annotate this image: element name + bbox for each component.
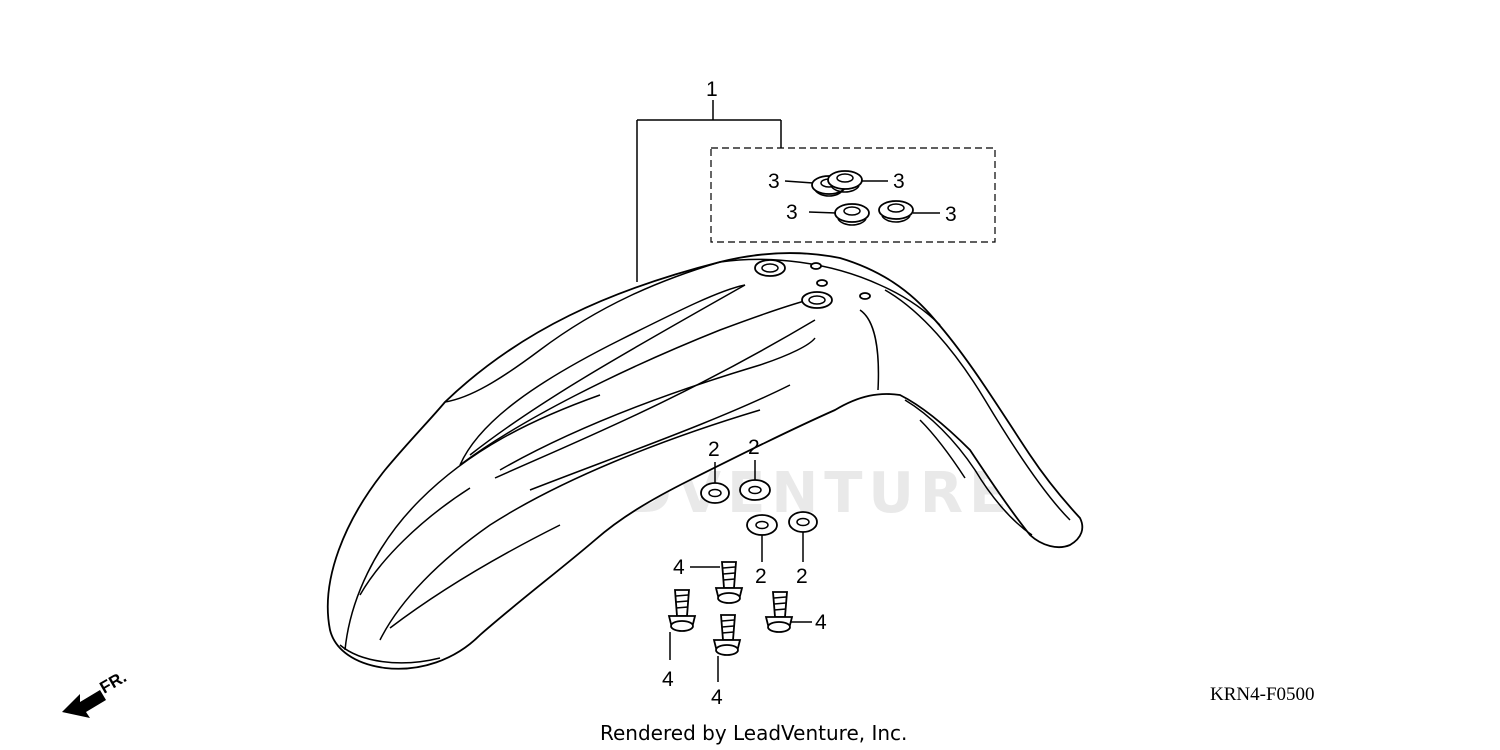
callout-2-label: 2 [708, 438, 720, 461]
callout-3-label: 3 [786, 201, 798, 224]
bolt[interactable] [764, 591, 794, 633]
callout-3-label: 3 [768, 170, 780, 193]
washer[interactable] [700, 482, 730, 504]
callout-4-label: 4 [662, 668, 674, 691]
grommet[interactable] [827, 170, 863, 193]
grommet[interactable] [834, 203, 870, 226]
callout-4-label: 4 [815, 611, 827, 634]
washer[interactable] [746, 514, 778, 536]
bolt[interactable] [667, 589, 697, 632]
washer[interactable] [788, 511, 818, 533]
callout-1-bracket [636, 100, 782, 282]
grommet-kit-box [710, 147, 996, 243]
callout-1-label: 1 [706, 78, 718, 101]
render-credit: Rendered by LeadVenture, Inc. [600, 721, 907, 745]
front-direction-arrow: FR. [62, 667, 130, 718]
callout-4-label: 4 [673, 556, 685, 579]
callout-3-label: 3 [945, 203, 957, 226]
front-fender[interactable] [326, 252, 1084, 670]
callout-4-label: 4 [711, 686, 723, 709]
bolt[interactable] [712, 614, 742, 656]
bolt[interactable] [714, 561, 744, 604]
grommet[interactable] [878, 200, 914, 223]
callout-2-label: 2 [755, 565, 767, 588]
callout-2-label: 2 [796, 565, 808, 588]
washer[interactable] [739, 479, 771, 501]
callout-2-label: 2 [748, 436, 760, 459]
callout-3-label: 3 [893, 170, 905, 193]
diagram-code: KRN4-F0500 [1210, 684, 1315, 705]
